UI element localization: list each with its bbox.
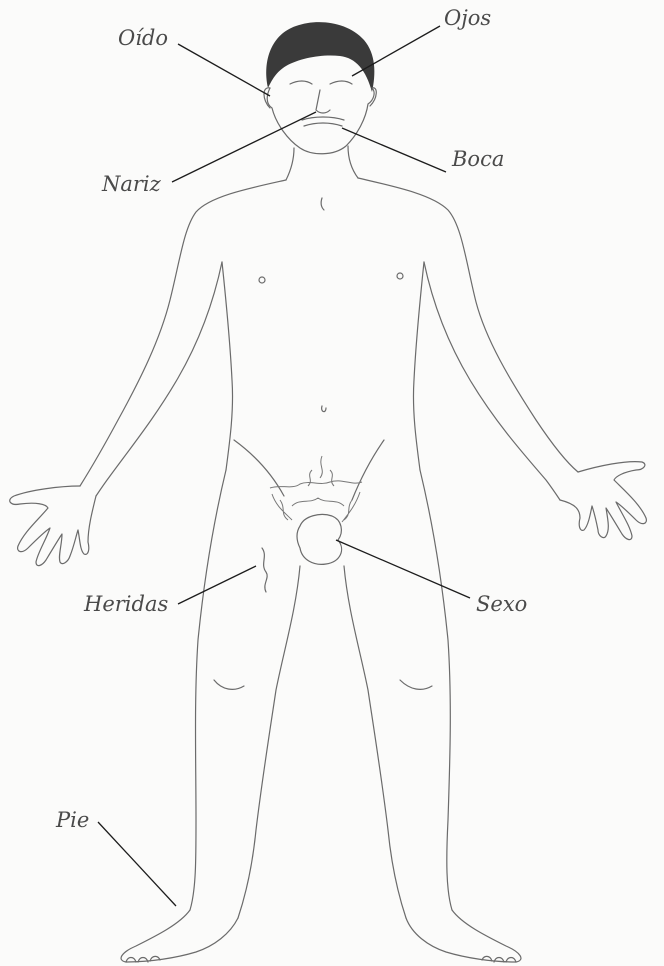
right-hand <box>560 462 646 540</box>
leader-sexo <box>336 540 470 598</box>
left-arm-outer <box>80 180 286 486</box>
left-leg-outer <box>190 470 226 910</box>
label-boca: Boca <box>452 147 504 171</box>
right-knee <box>400 680 432 689</box>
right-arm-inner <box>424 262 560 500</box>
right-foot <box>406 910 521 962</box>
neck <box>286 148 294 180</box>
mustache <box>302 117 344 120</box>
leader-nariz <box>172 112 316 182</box>
groin-left <box>234 440 284 496</box>
leader-heridas <box>178 566 256 604</box>
torso-left <box>222 262 233 470</box>
neck-right <box>348 146 358 178</box>
leader-boca <box>342 128 446 172</box>
left-leg-inner <box>238 566 300 918</box>
right-arm-outer <box>358 178 578 472</box>
left-foot <box>121 910 238 962</box>
right-nipple <box>397 273 403 279</box>
right-leg-outer <box>420 470 452 910</box>
label-heridas: Heridas <box>84 592 168 616</box>
nose <box>316 90 330 113</box>
head-outline <box>267 88 374 154</box>
label-nariz: Nariz <box>102 172 161 196</box>
label-oido: Oído <box>118 26 168 50</box>
left-eye <box>290 81 312 84</box>
genitals <box>297 514 342 564</box>
right-leg-inner <box>344 566 406 918</box>
pubic-hair <box>270 456 362 522</box>
wound-mark <box>262 548 267 592</box>
leader-pie <box>98 822 176 906</box>
left-nipple <box>259 277 265 283</box>
left-arm-inner <box>96 262 222 496</box>
navel <box>322 406 326 412</box>
groin-right <box>352 440 384 500</box>
leader-oido <box>178 44 270 96</box>
label-pie: Pie <box>56 808 89 832</box>
left-hand <box>10 486 96 566</box>
left-knee <box>214 680 244 689</box>
hair <box>266 22 374 92</box>
torso-right <box>413 262 424 470</box>
mouth <box>304 123 342 126</box>
label-ojos: Ojos <box>444 6 491 30</box>
right-eye <box>330 81 352 84</box>
sternum-mark <box>321 198 324 210</box>
label-sexo: Sexo <box>476 592 527 616</box>
